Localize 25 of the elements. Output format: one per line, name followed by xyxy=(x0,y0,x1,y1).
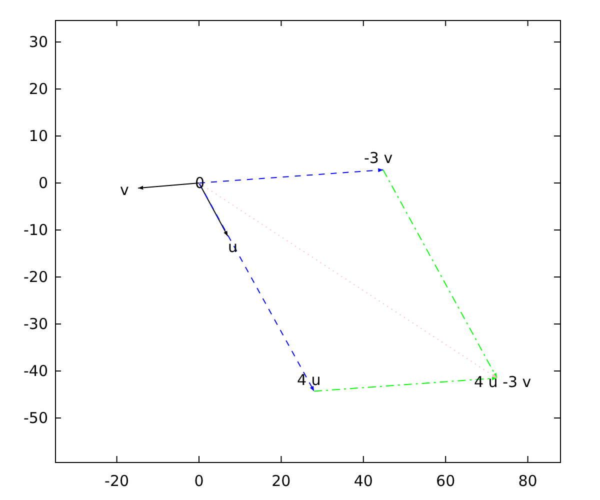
tick-label: 20 xyxy=(270,473,292,489)
tick-label: 0 xyxy=(38,175,48,191)
vector-label: -3 v xyxy=(364,150,393,166)
vector-arrow xyxy=(198,168,384,184)
tick-label: -40 xyxy=(24,363,48,379)
tick-label: 20 xyxy=(28,81,48,97)
tick-label: 30 xyxy=(28,34,48,50)
vector-arrow xyxy=(314,376,498,392)
tick-label: -30 xyxy=(24,316,48,332)
tick-label: -20 xyxy=(24,269,48,285)
tick-label: 80 xyxy=(517,473,538,489)
vector-arrow xyxy=(198,182,315,392)
vector-arrow xyxy=(382,169,498,379)
vector-label: v xyxy=(120,182,129,198)
tick-label: 0 xyxy=(193,473,205,489)
tick-label: 10 xyxy=(28,128,48,144)
vector-arrow xyxy=(138,182,200,190)
vector-arrow xyxy=(198,182,498,379)
tick-label: -20 xyxy=(104,473,130,489)
tick-label: 60 xyxy=(435,473,456,489)
tick-label: 40 xyxy=(352,473,374,489)
vector-label: 4 u xyxy=(297,372,321,388)
tick-label: -50 xyxy=(24,410,48,426)
tick-label: -10 xyxy=(24,222,48,238)
vector-label: u xyxy=(228,239,238,255)
